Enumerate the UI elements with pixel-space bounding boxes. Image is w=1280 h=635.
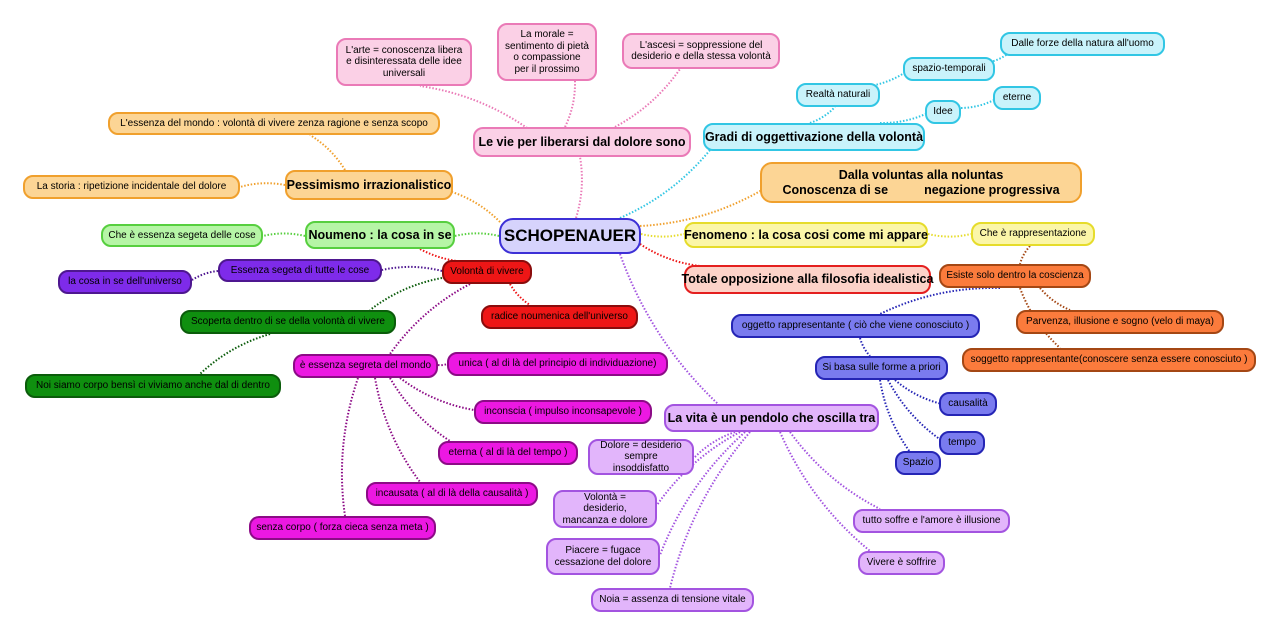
link-pendolo-noia — [669, 431, 751, 589]
link-vie-morale — [564, 80, 577, 128]
link-si-basa-spazio — [879, 379, 911, 453]
dalla-voluntas-line-2: Conoscenza di se negazione progressiva — [782, 183, 1059, 197]
node-causalita[interactable]: causalità — [939, 392, 997, 416]
node-essenza-segreta-mondo[interactable]: è essenza segreta del mondo — [293, 354, 438, 378]
node-arte[interactable]: L'arte = conoscenza libera e disinteress… — [336, 38, 472, 86]
node-cosa-in-se[interactable]: la cosa in se dell'universo — [58, 270, 192, 294]
node-spazio-temporali[interactable]: spazio-temporali — [903, 57, 995, 81]
link-pessimismo-essenza — [309, 134, 346, 171]
link-es-incausata — [374, 377, 421, 483]
link-center-gradi — [619, 149, 711, 219]
link-center-pendolo — [619, 253, 719, 405]
node-radice[interactable]: radice noumenica dell'universo — [481, 305, 638, 329]
dalla-voluntas-line-2b: negazione progressiva — [924, 182, 1060, 197]
node-fenomeno[interactable]: Fenomeno : la cosa cosi come mi appare — [684, 222, 928, 248]
node-essenza-mondo[interactable]: L'essenza del mondo : volontà di vivere … — [108, 112, 440, 135]
link-volonta-radice — [509, 283, 531, 306]
node-volonta-desiderio[interactable]: Volontà = desiderio, mancanza e dolore — [553, 490, 657, 528]
node-gradi[interactable]: Gradi di oggettivazione della volontà — [703, 123, 925, 151]
node-pendolo[interactable]: La vita è un pendolo che oscilla tra — [664, 404, 879, 432]
link-pessimismo-storia — [239, 182, 286, 188]
node-totale-opposizione[interactable]: Totale opposizione alla filosofia ideali… — [682, 265, 933, 294]
node-storia[interactable]: La storia : ripetizione incidentale del … — [23, 175, 240, 199]
link-pendolo-tutto — [789, 431, 881, 510]
node-vivere-soffrire[interactable]: Vivere è soffrire — [858, 551, 945, 575]
link-es-unica — [437, 363, 448, 367]
link-noumeno-che — [262, 232, 306, 237]
link-si-basa-tempo — [887, 379, 942, 441]
node-spazio[interactable]: Spazio — [895, 451, 941, 475]
node-esiste[interactable]: Esiste solo dentro la coscienza — [939, 264, 1091, 288]
node-si-basa[interactable]: Si basa sulle forme a priori — [815, 356, 948, 380]
node-scoperta[interactable]: Scoperta dentro di se della volontà di v… — [180, 310, 396, 334]
link-pendolo-volonta — [656, 431, 741, 506]
link-es-eterna — [389, 377, 451, 442]
link-volonta-essenza-segreta — [389, 283, 471, 355]
link-vie-ascesi — [614, 68, 681, 128]
node-parvenza[interactable]: Parvenza, illusione e sogno (velo di may… — [1016, 310, 1224, 334]
link-idee-eterne — [960, 98, 997, 109]
link-center-noumeno — [454, 232, 500, 237]
node-essenza-segeta[interactable]: Essenza segeta di tutte le cose — [218, 259, 382, 282]
node-senza-corpo[interactable]: senza corpo ( forza cieca senza meta ) — [249, 516, 436, 540]
node-oggetto[interactable]: oggetto rappresentante ( ciò che viene c… — [731, 314, 980, 338]
node-soggetto[interactable]: soggetto rappresentante(conoscere senza … — [962, 348, 1256, 372]
link-esiste-parvenza — [1039, 287, 1071, 311]
node-realta-naturali[interactable]: Realtà naturali — [796, 83, 880, 107]
link-pendolo-piacere — [659, 431, 746, 556]
link-pendolo-vivere — [779, 431, 871, 552]
link-si-basa-causalita — [894, 379, 943, 405]
link-noumeno-volonta — [419, 248, 471, 263]
node-dalle-forze[interactable]: Dalle forze della natura all'uomo — [1000, 32, 1165, 56]
link-volonta-essenza-segeta — [381, 265, 443, 272]
node-inconscia[interactable]: inconscia ( impulso inconsapevole ) — [474, 400, 652, 424]
link-volonta-scoperta — [369, 277, 443, 311]
link-essenza-segeta-cosa — [191, 270, 219, 281]
node-corpo[interactable]: Noi siamo corpo bensì ci viviamo anche d… — [25, 374, 281, 398]
node-piacere[interactable]: Piacere = fugace cessazione del dolore — [546, 538, 660, 575]
node-tempo[interactable]: tempo — [939, 431, 985, 455]
link-pendolo-dolore — [693, 431, 736, 459]
node-ascesi[interactable]: L'ascesi = soppressione del desiderio e … — [622, 33, 780, 69]
node-noumeno[interactable]: Noumeno : la cosa in se — [305, 221, 455, 249]
central-node[interactable]: SCHOPENAUER — [499, 218, 641, 254]
link-scoperta-corpo — [199, 333, 271, 375]
link-center-voluntas — [639, 189, 763, 227]
node-eterne[interactable]: eterne — [993, 86, 1041, 110]
link-es-senza-corpo — [340, 377, 359, 517]
node-dolore[interactable]: Dolore = desiderio sempre insoddisfatto — [588, 439, 694, 475]
node-idee[interactable]: Idee — [925, 100, 961, 124]
link-esiste-oggetto — [879, 286, 1001, 315]
node-dalla-voluntas[interactable]: Dalla voluntas alla noluntas Conoscenza … — [760, 162, 1082, 203]
link-oggetto-si-basa — [859, 337, 871, 357]
link-center-vie — [575, 156, 583, 219]
link-fenomeno-che — [927, 233, 972, 238]
link-vie-arte — [419, 85, 531, 131]
node-che-essenza[interactable]: Che è essenza segeta delle cose — [101, 224, 263, 247]
node-volonta-vivere[interactable]: Volontà di vivere — [442, 260, 532, 284]
node-morale[interactable]: La morale = sentimento di pietà o compas… — [497, 23, 597, 81]
link-center-fenomeno — [640, 233, 685, 238]
dalla-voluntas-line-2a: Conoscenza di se — [782, 182, 889, 197]
node-eterna[interactable]: eterna ( al di là del tempo ) — [438, 441, 578, 465]
link-center-pessimismo — [451, 191, 501, 223]
node-pessimismo[interactable]: Pessimismo irrazionalistico — [285, 170, 453, 200]
node-vie-liberarsi[interactable]: Le vie per liberarsi dal dolore sono — [473, 127, 691, 157]
link-es-inconscia — [399, 377, 475, 411]
link-gradi-realta — [809, 106, 836, 124]
node-tutto-soffre[interactable]: tutto soffre e l'amore è illusione — [853, 509, 1010, 533]
node-che-rappresentazione[interactable]: Che è rappresentazione — [971, 222, 1095, 246]
node-incausata[interactable]: incausata ( al di là della causalità ) — [366, 482, 538, 506]
node-noia[interactable]: Noia = assenza di tensione vitale — [591, 588, 754, 612]
dalla-voluntas-line-1: Dalla voluntas alla noluntas — [838, 168, 1004, 183]
link-gradi-idee — [879, 111, 931, 125]
node-unica[interactable]: unica ( al di là del principio di indivi… — [447, 352, 668, 376]
link-che-esiste — [1019, 245, 1031, 265]
